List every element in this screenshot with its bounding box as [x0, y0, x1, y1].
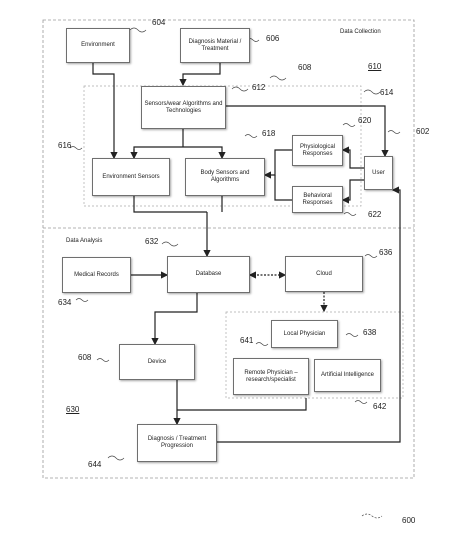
- user-label: User: [372, 169, 385, 176]
- physiological-responses-box: Physiological Responses: [292, 135, 343, 166]
- figure-ref-600: 600: [402, 516, 416, 525]
- data-collection-ref: 610: [368, 62, 382, 71]
- artificial-intelligence-label: Artificial Intelligence: [320, 372, 375, 378]
- ref-632: 632: [145, 237, 159, 246]
- artificial-intelligence-box: Artificial Intelligence: [314, 359, 381, 392]
- data-analysis-ref: 630: [66, 405, 80, 414]
- diagnosis-material-box: Diagnosis Material / Treatment: [180, 28, 250, 63]
- cloud-label: Cloud: [316, 270, 332, 277]
- ref-636: 636: [379, 248, 393, 257]
- data-collection-title: Data Collection: [340, 29, 381, 35]
- ref-604: 604: [152, 18, 166, 27]
- body-sensors-label: Body Sensors and Algorithms: [200, 170, 250, 183]
- sensor-algorithms-label: Sensors/wear Algorithms and Technologies: [144, 100, 223, 114]
- physician-group-frame: [225, 311, 404, 399]
- medical-records-box: Medical Records: [62, 257, 131, 293]
- ref-606: 606: [266, 34, 280, 43]
- outer-frame: [42, 19, 415, 479]
- local-physician-box: Local Physician: [271, 320, 338, 348]
- ref-644: 644: [88, 460, 102, 469]
- ref-608-group: 608: [298, 63, 312, 72]
- remote-physician-box: Remote Physician – research/specialist: [233, 358, 309, 395]
- ref-634: 634: [58, 298, 72, 307]
- environment-box: Environment: [66, 28, 130, 63]
- ref-614: 614: [380, 88, 394, 97]
- diagnosis-progression-label: Diagnosis / Treatment Progression: [147, 436, 207, 449]
- device-label: Device: [147, 358, 167, 365]
- diagnosis-material-label: Diagnosis Material / Treatment: [188, 38, 242, 52]
- sensor-algorithms-box: Sensors/wear Algorithms and Technologies: [141, 86, 226, 129]
- behavioral-responses-label: Behavioral Responses: [302, 192, 333, 206]
- device-box: Device: [119, 344, 195, 380]
- sensor-group-frame: [83, 85, 362, 207]
- ref-620: 620: [358, 116, 372, 125]
- local-physician-label: Local Physician: [283, 330, 326, 337]
- ref-602: 602: [416, 127, 430, 136]
- ref-638: 638: [363, 328, 377, 337]
- remote-physician-label: Remote Physician – research/specialist: [244, 369, 298, 383]
- physiological-responses-label: Physiological Responses: [299, 143, 336, 157]
- body-sensors-box: Body Sensors and Algorithms: [185, 158, 265, 196]
- user-box: User: [364, 156, 393, 190]
- data-analysis-title: Data Analysis: [66, 238, 103, 244]
- environment-label: Environment: [81, 42, 115, 48]
- ref-622: 622: [368, 210, 382, 219]
- diagnosis-progression-box: Diagnosis / Treatment Progression: [137, 424, 217, 462]
- database-label: Database: [195, 271, 222, 277]
- ref-616: 616: [58, 141, 72, 150]
- ref-608: 608: [78, 353, 92, 362]
- behavioral-responses-box: Behavioral Responses: [292, 186, 343, 213]
- ref-618: 618: [262, 129, 276, 138]
- environment-sensors-box: Environment Sensors: [92, 158, 170, 196]
- environment-sensors-label: Environment Sensors: [102, 173, 160, 180]
- ref-612: 612: [252, 83, 266, 92]
- ref-641: 641: [240, 336, 254, 345]
- ref-642: 642: [373, 402, 387, 411]
- cloud-box: Cloud: [285, 256, 363, 292]
- medical-records-label: Medical Records: [74, 271, 119, 278]
- database-box: Database: [167, 256, 250, 293]
